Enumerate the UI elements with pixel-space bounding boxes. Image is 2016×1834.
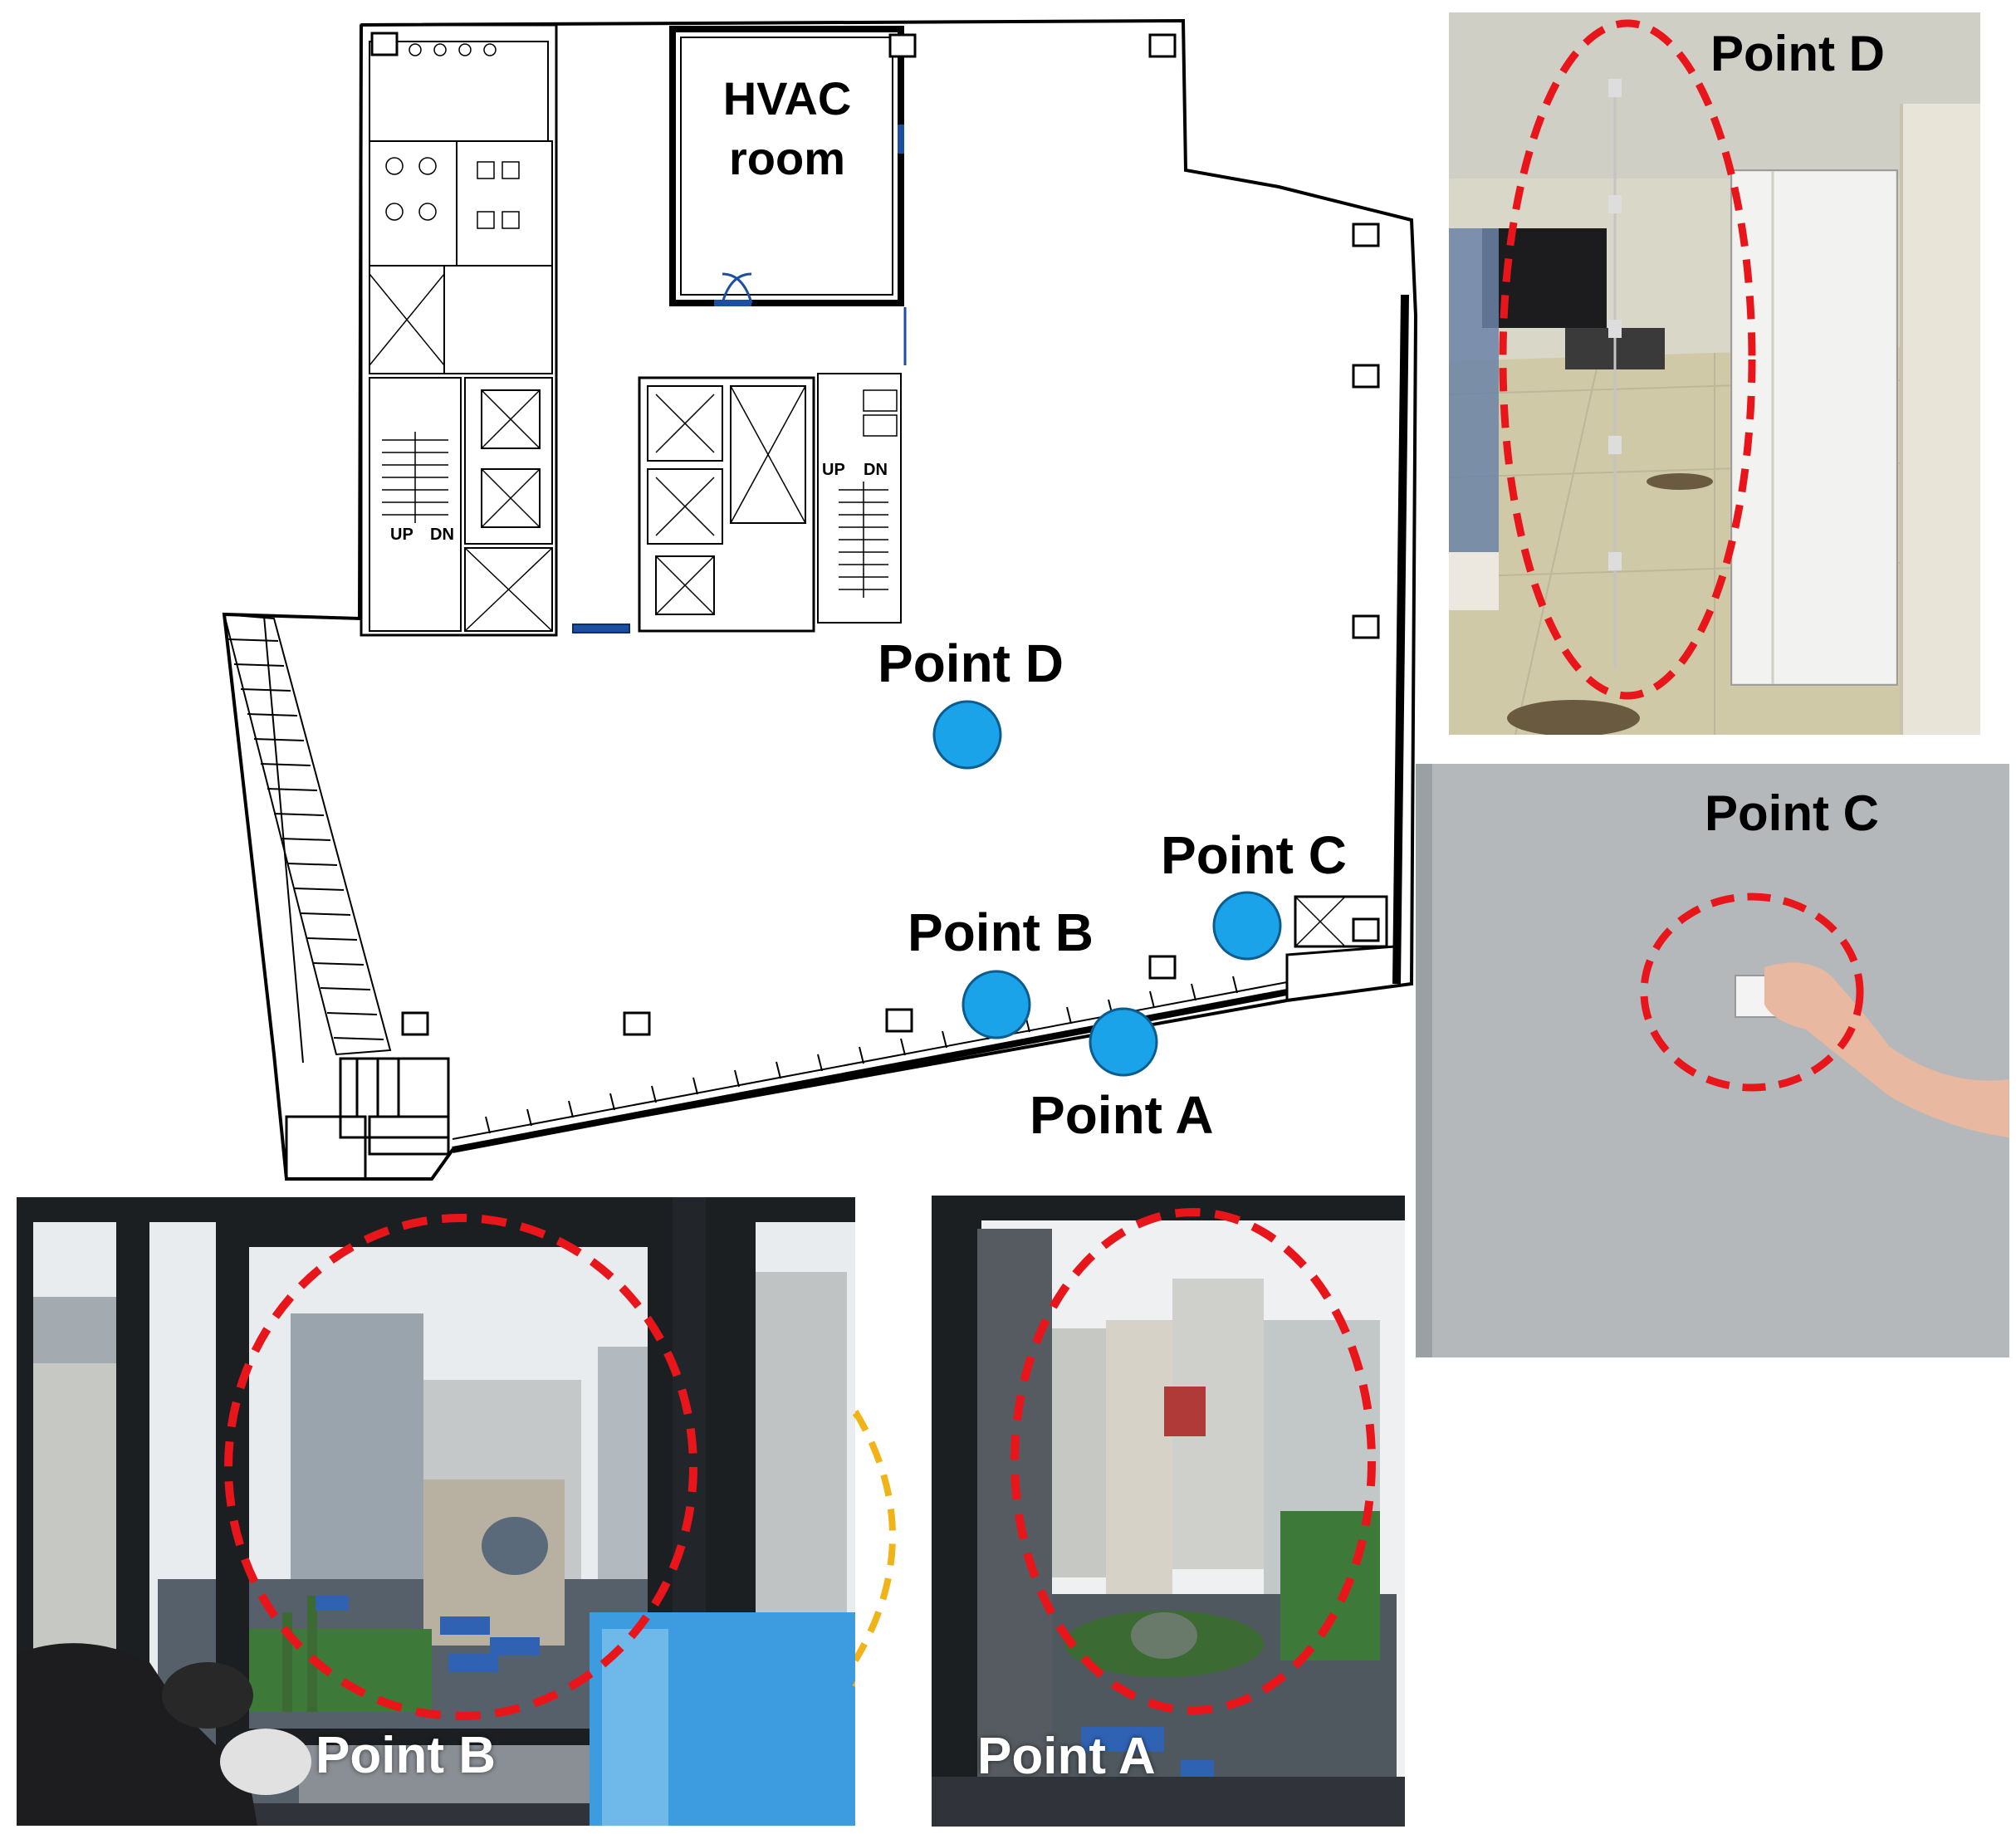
highlight-ellipse-c [1640,893,1864,1092]
column-symbols [370,32,1380,1036]
highlight-ellipse-d [1499,19,1756,700]
photo-label-point-d: Point D [1710,26,1885,81]
floorplan-label-point-a: Point A [1030,1085,1214,1145]
highlight-ellipse-a [1010,1208,1376,1714]
marker-point-b[interactable] [962,970,1031,1039]
stair-dn-label-1: DN [430,526,454,544]
floorplan-label-point-c: Point C [1161,825,1347,885]
highlight-arc-yellow [855,1409,896,1663]
southwest-entrance [285,1057,450,1181]
photo-label-point-b: Point B [316,1727,496,1784]
stair-up-label-1: UP [390,526,413,544]
floor-plan: HVAC room UP DN UP DN [222,18,1418,1181]
southeast-room [1285,895,1396,1000]
stair-up-label-2: UP [822,461,845,479]
photo-point-a: Point A [932,1196,1405,1827]
building-core [360,23,902,637]
photo-label-point-a: Point A [977,1728,1156,1785]
west-strip [223,613,392,1056]
floorplan-label-point-d: Point D [878,633,1064,693]
hvac-room-label-line2: room [729,132,845,184]
highlight-ellipse-b [224,1214,697,1720]
hvac-room-label-line1: HVAC [723,72,852,125]
marker-point-d[interactable] [932,700,1002,770]
photo-label-point-c: Point C [1705,785,1879,841]
measurement-markers [932,700,1282,1077]
marker-point-c[interactable] [1212,891,1282,961]
building-outline [222,18,1418,1181]
marker-point-a[interactable] [1089,1007,1158,1077]
photo-point-d: Point D [1449,12,1980,735]
photo-point-c: Point C [1416,764,2009,1357]
hvac-room [669,26,907,365]
photo-point-b: Point B [17,1197,855,1826]
stair-dn-label-2: DN [864,461,888,479]
floorplan-label-point-b: Point B [908,902,1094,962]
